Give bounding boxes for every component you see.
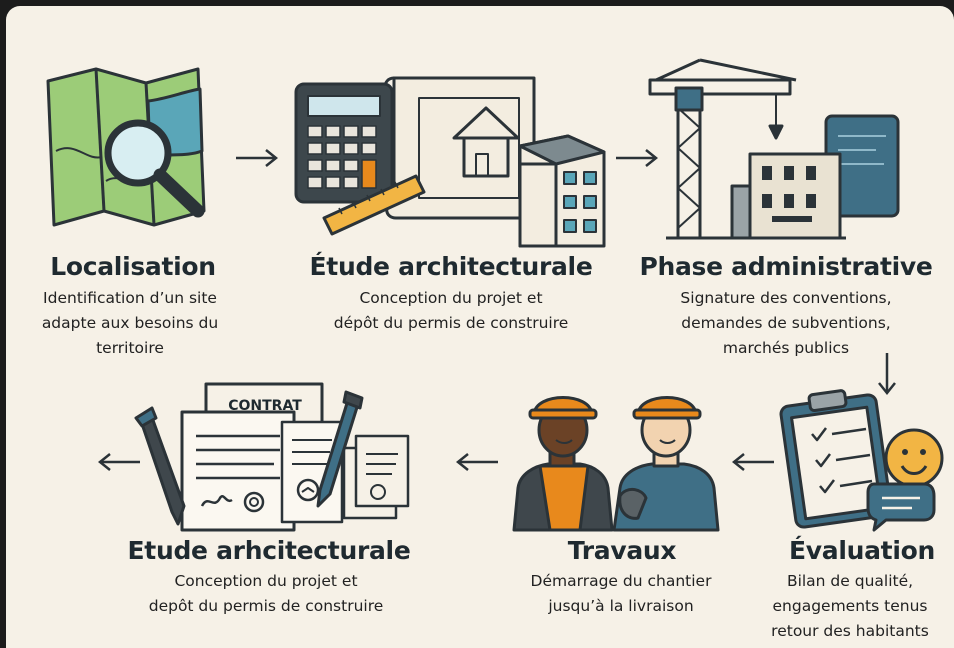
calculator-blueprint-icon	[294, 76, 606, 248]
desc-line: marchés publics	[722, 339, 850, 357]
step-desc-etude-architecturale: Conception du projet et dépôt du permis …	[301, 286, 601, 336]
desc-line: dépôt du permis de construire	[333, 314, 569, 332]
step-title-localisation: Localisation	[50, 252, 216, 281]
step-title-travaux: Travaux	[567, 536, 677, 565]
arrow-right-icon	[236, 149, 279, 167]
desc-line: Signature des conventions,	[680, 289, 892, 307]
desc-line: Conception du projet et	[359, 289, 543, 307]
contract-pens-icon: CONTRAT	[134, 378, 424, 538]
desc-line: depôt du permis de construire	[148, 597, 384, 615]
desc-line: jusqu’à la livraison	[548, 597, 694, 615]
desc-line: Identification d’un site	[43, 289, 217, 307]
infographic: CONTRAT Localisation Identification d’un…	[6, 6, 954, 648]
arrow-down-icon	[878, 353, 896, 396]
step-desc-evaluation: Bilan de qualité, engagements tenus reto…	[746, 569, 954, 644]
step-desc-localisation: Identification d’un site adapte aux beso…	[6, 286, 254, 361]
desc-line: retour des habitants	[771, 622, 929, 640]
desc-line: adapte aux besoins du	[41, 314, 219, 332]
clipboard-smiley-icon	[779, 389, 944, 532]
step-desc-etude-arhcitecturale: Conception du projet et depôt du permis …	[116, 569, 416, 619]
desc-line: engagements tenus	[772, 597, 928, 615]
step-title-etude-arhcitecturale: Etude arhcitecturale	[127, 536, 411, 565]
desc-line: Démarrage du chantier	[530, 572, 712, 590]
arrow-left-icon	[455, 453, 498, 471]
desc-line: Conception du projet et	[174, 572, 358, 590]
step-title-etude-architecturale: Étude architecturale	[309, 252, 593, 281]
arrow-left-icon	[97, 453, 140, 471]
arrow-right-icon	[616, 149, 659, 167]
desc-line: demandes de subventions,	[681, 314, 891, 332]
crane-building-icon	[648, 58, 900, 240]
arrow-left-icon	[731, 453, 774, 471]
desc-line: Bilan de qualité,	[786, 572, 914, 590]
desc-line: territoire	[96, 339, 164, 357]
contract-label: CONTRAT	[228, 398, 302, 414]
workers-icon	[512, 396, 720, 532]
step-desc-travaux: Démarrage du chantier jusqu’à la livrais…	[506, 569, 736, 619]
map-magnifier-icon	[46, 67, 206, 227]
step-desc-phase-administrative: Signature des conventions, demandes de s…	[636, 286, 936, 361]
step-title-phase-administrative: Phase administrative	[639, 252, 933, 281]
step-title-evaluation: Évaluation	[789, 536, 935, 565]
